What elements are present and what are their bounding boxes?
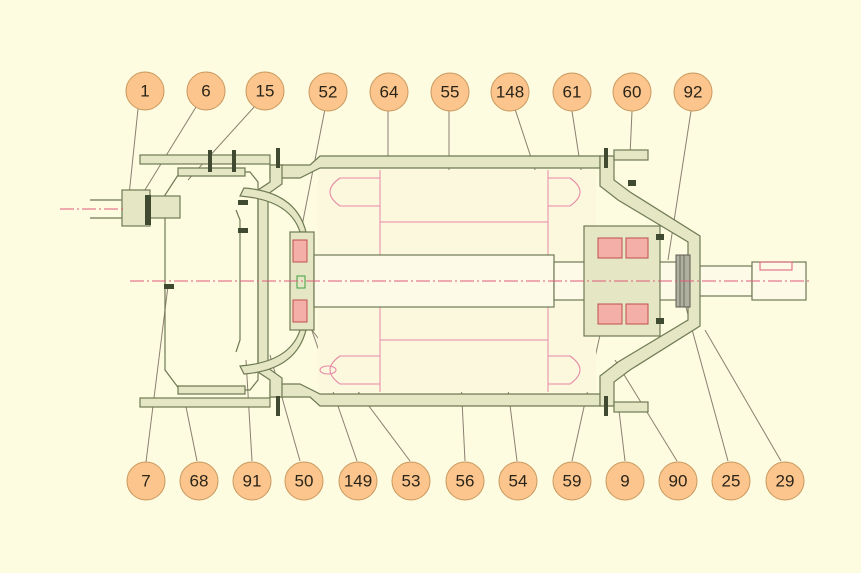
callout-label: 56 [456, 472, 475, 491]
callout-label: 29 [776, 472, 795, 491]
callout-15: 15 [245, 71, 285, 111]
terminal-box-outline [164, 171, 259, 391]
bolt [232, 150, 236, 172]
right-bearing-lower-a [597, 303, 623, 325]
leader-29 [704, 329, 782, 462]
callout-label: 90 [669, 472, 688, 491]
bolt [238, 200, 248, 205]
callout-label: 92 [684, 83, 703, 102]
bolt [656, 318, 664, 324]
right-bearing-upper-a [597, 237, 623, 259]
bolt [238, 228, 248, 233]
cable-gland-nut [149, 195, 181, 219]
callout-50: 50 [284, 461, 324, 501]
winding-end-bottom-left [329, 355, 380, 385]
callout-label: 55 [441, 83, 460, 102]
callout-60: 60 [612, 72, 652, 112]
callout-149: 149 [338, 461, 378, 501]
bolt [656, 234, 664, 240]
bolt [276, 396, 280, 416]
bolt [604, 396, 608, 416]
gland-clamp [145, 195, 151, 225]
top-mount-flange [139, 154, 271, 165]
callout-52: 52 [308, 72, 348, 112]
inner-bracket-bottom [239, 329, 307, 375]
callout-label: 91 [243, 472, 262, 491]
bolt [164, 284, 174, 289]
inner-bracket-top [239, 187, 307, 233]
callout-label: 50 [295, 472, 314, 491]
winding-end-top-right [548, 177, 581, 207]
callout-label: 7 [141, 472, 150, 491]
callout-label: 54 [509, 472, 528, 491]
leader-50 [269, 354, 301, 462]
right-bearing-upper-b [625, 237, 649, 259]
callout-9: 9 [605, 461, 645, 501]
leader-6 [139, 106, 197, 199]
callout-91: 91 [232, 461, 272, 501]
callout-61: 61 [552, 72, 592, 112]
callout-55: 55 [430, 72, 470, 112]
callout-label: 52 [319, 83, 338, 102]
winding-end-bottom-right [548, 355, 581, 385]
callout-label: 53 [402, 472, 421, 491]
left-bearing-green-marker [296, 275, 306, 289]
callout-1: 1 [125, 71, 165, 111]
callout-92: 92 [673, 72, 713, 112]
right-bearing-lower-b [625, 303, 649, 325]
callout-7: 7 [126, 461, 166, 501]
shaft-keyway [759, 261, 793, 271]
leader-1 [127, 108, 139, 206]
callout-25: 25 [711, 461, 751, 501]
left-bearing-lower [292, 299, 308, 323]
leader-60 [629, 110, 633, 157]
bolt [628, 180, 636, 186]
callout-label: 15 [256, 82, 275, 101]
terminal-box-cover-bottom [177, 385, 246, 395]
callout-54: 54 [498, 461, 538, 501]
callout-label: 148 [496, 83, 524, 102]
bottom-mount-flange [139, 397, 271, 408]
callout-6: 6 [186, 71, 226, 111]
callouts-top: 1 6 15 52 64 55 148 61 60 92 [125, 71, 713, 112]
callout-64: 64 [369, 72, 409, 112]
callout-29: 29 [765, 461, 805, 501]
callout-label: 149 [344, 472, 372, 491]
leader-92 [667, 110, 692, 261]
callout-label: 61 [563, 83, 582, 102]
leader-149 [309, 324, 358, 462]
callout-label: 1 [140, 82, 149, 101]
callout-56: 56 [445, 461, 485, 501]
leader-7 [145, 285, 169, 463]
callout-label: 25 [722, 472, 741, 491]
callout-label: 59 [563, 472, 582, 491]
callout-label: 68 [190, 472, 209, 491]
leader-91 [245, 359, 253, 462]
motor-body [60, 148, 812, 416]
callout-label: 9 [620, 472, 629, 491]
callout-59: 59 [552, 461, 592, 501]
callout-90: 90 [658, 461, 698, 501]
callouts-bottom: 7 68 91 50 149 53 56 54 59 9 90 25 29 [126, 461, 805, 501]
winding-end-top-left [329, 177, 380, 207]
winding-lead-loop [319, 365, 337, 375]
leader-68 [184, 401, 198, 462]
left-bearing-upper [292, 239, 308, 263]
callout-label: 60 [623, 83, 642, 102]
terminal-box-inner-wall [235, 209, 241, 353]
callout-148: 148 [490, 72, 530, 112]
callout-label: 6 [201, 82, 210, 101]
bolt [208, 150, 212, 172]
bolt [604, 148, 608, 168]
right-top-flange [613, 149, 649, 161]
right-bottom-flange [613, 401, 649, 413]
callout-label: 64 [380, 83, 399, 102]
bolt [276, 148, 280, 168]
bolts [164, 148, 664, 416]
callout-68: 68 [179, 461, 219, 501]
leader-52 [299, 108, 326, 237]
callout-53: 53 [391, 461, 431, 501]
